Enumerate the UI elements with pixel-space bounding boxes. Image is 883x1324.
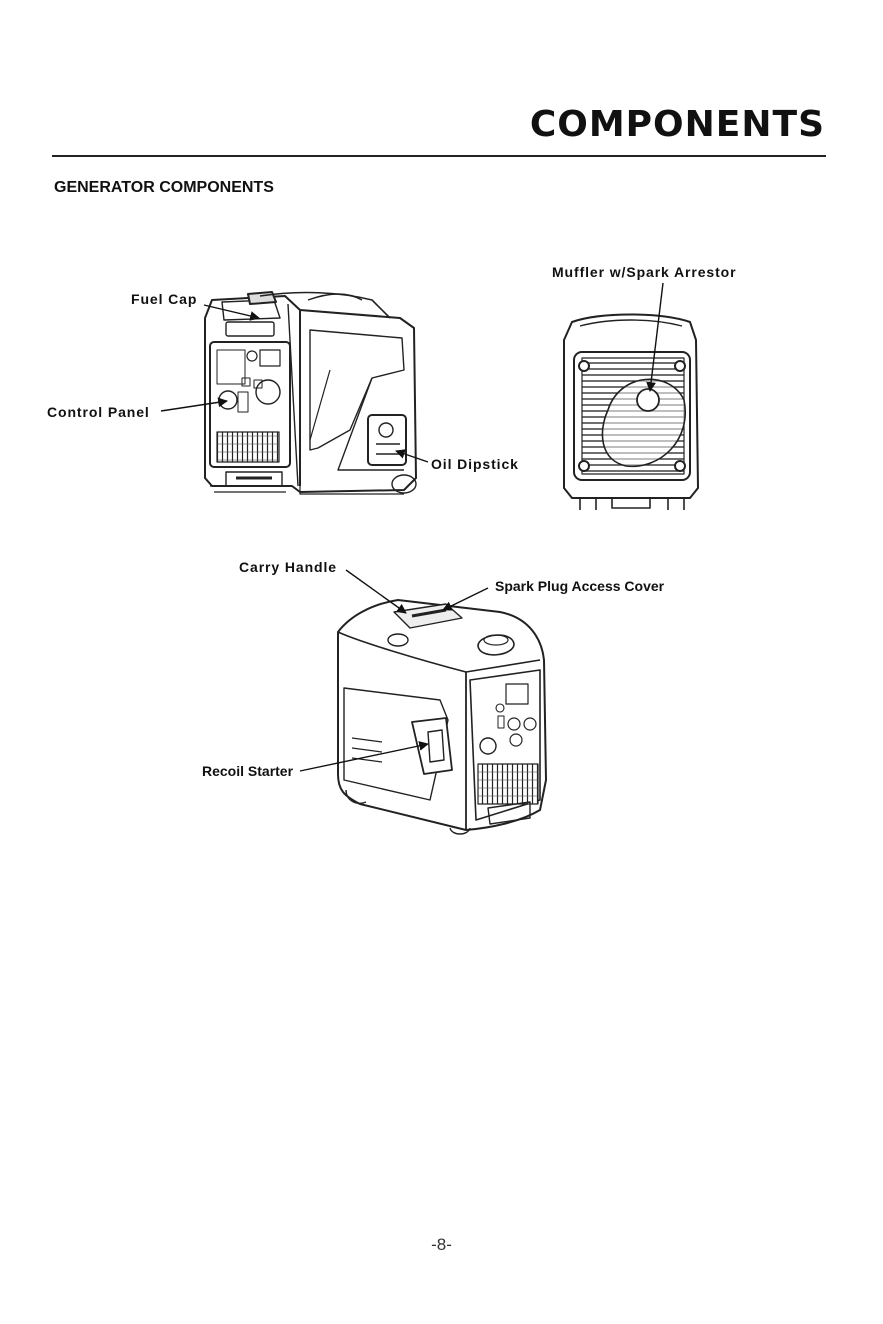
control-panel-label: Control Panel (47, 404, 150, 420)
generator-rear-view (564, 315, 698, 511)
generator-three-quarter-view (338, 600, 546, 834)
carry-handle-label: Carry Handle (239, 559, 337, 575)
generator-side-view (205, 292, 416, 494)
oil-dipstick-label: Oil Dipstick (431, 456, 519, 472)
muffler-label: Muffler w/Spark Arrestor (552, 264, 736, 280)
recoil-starter-label: Recoil Starter (202, 763, 293, 779)
fuel-cap-label: Fuel Cap (131, 291, 197, 307)
spark-plug-access-cover-label: Spark Plug Access Cover (495, 578, 664, 594)
page-number: -8- (0, 1235, 883, 1255)
